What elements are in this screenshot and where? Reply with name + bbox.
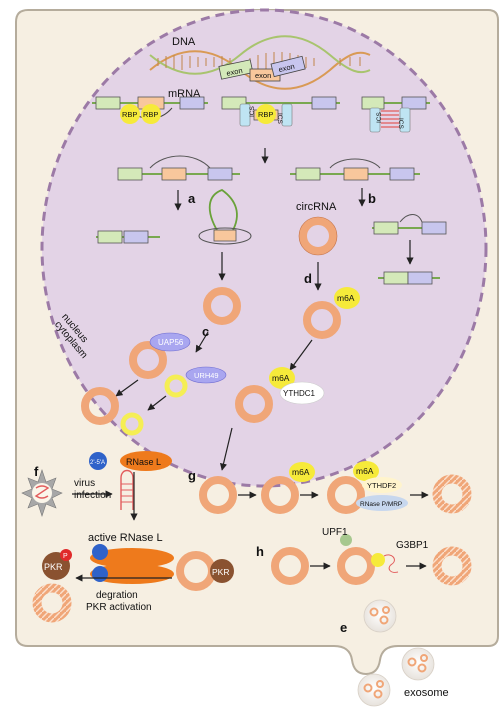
ics-label-4: ICS: [397, 118, 404, 130]
virus-infection-line-1: virus: [74, 478, 95, 489]
exosome-released-2: [357, 673, 391, 707]
panel-letter-f: f: [34, 464, 39, 479]
lariat-b: [372, 214, 447, 235]
circrna-nucleus-2: [203, 287, 241, 325]
circrna-export: [235, 385, 273, 423]
ics-complex-middle: RBP ICS ICS: [221, 96, 340, 127]
exon-label-1: exon: [226, 66, 244, 78]
circrna-urh49: [164, 374, 188, 398]
degraded-circrna-h: [432, 546, 472, 586]
degraded-circrna-g: [432, 474, 472, 514]
rbp-label-2: RBP: [143, 110, 158, 119]
p-label: P: [63, 553, 68, 560]
circrna-g-2: [261, 476, 299, 514]
panel-letter-d: d: [304, 271, 312, 286]
exon-label-2: exon: [255, 71, 271, 80]
circrna-g-1: [199, 476, 237, 514]
dna-label: DNA: [172, 36, 196, 48]
ythdc1-label: YTHDC1: [283, 389, 316, 398]
circrna-h-1: [271, 547, 309, 585]
rbp-complex: RBP RBP: [92, 96, 208, 124]
pre-mrna-right: [290, 158, 420, 181]
circrna-nucleus: [299, 217, 337, 255]
upf1-label: UPF1: [322, 527, 348, 538]
ics-label-2: ICS: [276, 113, 283, 125]
exon-label-3: exon: [278, 62, 296, 75]
circrna-cytoplasm-2: [120, 412, 144, 436]
virus-infection-line-2: infection: [74, 490, 111, 501]
circrna-label: circRNA: [296, 201, 337, 213]
pre-mrna-left: [117, 155, 240, 181]
pkr-label-1: PKR: [212, 567, 229, 577]
dna-helix: exon exon exon DNA: [149, 35, 371, 90]
m6a-label-1: m6A: [337, 293, 355, 303]
rnase-l-label: RNase L: [126, 457, 161, 467]
exosome-inside: [363, 599, 397, 633]
active-rnase-l: [90, 544, 174, 584]
rbp-label-1: RBP: [122, 110, 137, 119]
exosome-label: exosome: [404, 687, 449, 699]
degration-label: degration: [96, 590, 138, 601]
circrna-uap56: [129, 341, 167, 379]
m6a-label-2: m6A: [272, 373, 290, 383]
circrna-h-2: [337, 547, 375, 585]
panel-letter-c: c: [202, 324, 209, 339]
circrna-cytoplasm-1: [81, 387, 119, 425]
ythdf2-label: YTHDF2: [367, 481, 396, 490]
panel-letter-b: b: [368, 191, 376, 206]
virus-icon: [21, 469, 63, 517]
active-rnase-l-label: active RNase L: [88, 532, 163, 544]
urh49-label: URH49: [194, 371, 219, 380]
panel-letter-e: e: [340, 620, 347, 635]
ics-complex-right: ICS ICS: [361, 96, 430, 133]
degraded-circrna-f: [32, 583, 72, 623]
panel-letter-g: g: [188, 468, 196, 483]
g3bp1-label: G3BP1: [396, 540, 429, 551]
rnase-p-mrp-label: RNase P/MRP: [360, 501, 402, 508]
circrna-g-3: [327, 476, 365, 514]
panel-letter-h: h: [256, 544, 264, 559]
linear-mrna-b: [378, 271, 440, 285]
dsrna-hairpin-icon: [120, 469, 134, 510]
m6a-label-4: m6A: [356, 466, 374, 476]
ics-label-3: ICS: [376, 112, 383, 124]
lariat-intermediate: [198, 188, 252, 245]
two5a-label: 2'-5'A: [90, 460, 105, 466]
panel-letter-a: a: [188, 191, 196, 206]
m6a-label-3: m6A: [292, 467, 310, 477]
exosome-released-1: [401, 647, 435, 681]
ics-label-1: ICS: [249, 106, 256, 118]
rbp-label-3: RBP: [258, 110, 273, 119]
pkr-label-2: PKR: [44, 562, 63, 572]
linear-mrna-a: [96, 230, 160, 244]
pkr-activation-label: PKR activation: [86, 602, 152, 613]
uap56-label: UAP56: [158, 338, 184, 347]
